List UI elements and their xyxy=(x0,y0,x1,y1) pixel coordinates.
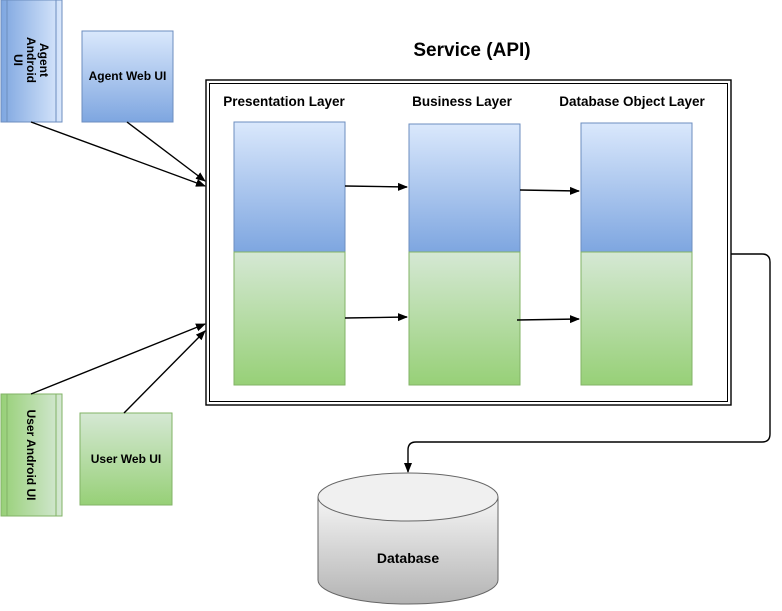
agent-android-ui-line-1: Agent xyxy=(37,43,51,77)
agent-android-ui-box: Agent Android UI xyxy=(0,0,63,123)
database-object-layer-label: Database Object Layer xyxy=(559,94,705,109)
user-web-ui-box: User Web UI xyxy=(79,412,173,506)
agent-android-ui-line-2: Android xyxy=(24,37,38,83)
arrow-user-web-to-service xyxy=(123,330,206,414)
user-android-ui-box: User Android UI xyxy=(0,393,63,517)
arrow-business-dbobject-bottom xyxy=(516,315,580,324)
business-layer-label: Business Layer xyxy=(412,94,513,109)
service-title: Service (API) xyxy=(413,40,530,61)
agent-web-ui-label: Agent Web UI xyxy=(89,69,167,83)
arrow-business-dbobject-top xyxy=(519,186,580,195)
dbobject-agent-block xyxy=(580,122,693,253)
user-android-ui-label: User Android UI xyxy=(24,410,38,501)
arrow-user-android-to-service xyxy=(30,323,206,395)
presentation-agent-block xyxy=(233,121,346,253)
agent-android-ui-line-3: UI xyxy=(11,54,25,66)
business-agent-block xyxy=(408,123,521,253)
user-web-ui-label: User Web UI xyxy=(91,452,161,466)
arrow-agent-web-to-service xyxy=(126,121,206,182)
presentation-user-block xyxy=(233,251,346,386)
arrow-presentation-business-bottom xyxy=(344,313,408,322)
arrow-agent-android-to-service xyxy=(30,121,206,187)
presentation-layer-label: Presentation Layer xyxy=(223,94,345,109)
business-user-block xyxy=(408,251,521,386)
agent-web-ui-box: Agent Web UI xyxy=(81,30,174,123)
database-cylinder: Database xyxy=(317,472,499,605)
database-label: Database xyxy=(377,550,439,566)
arrow-service-to-database xyxy=(404,253,771,473)
dbobject-user-block xyxy=(580,251,693,386)
arrow-presentation-business-top xyxy=(344,182,408,191)
